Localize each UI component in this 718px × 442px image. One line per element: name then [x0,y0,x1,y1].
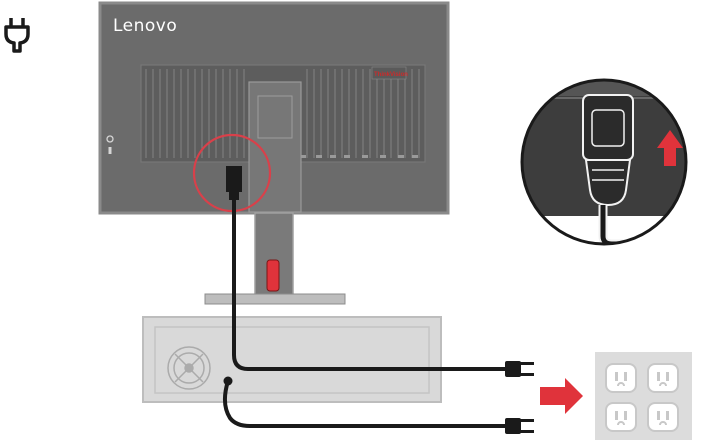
arrow-up-icon [657,130,683,166]
port [412,155,418,158]
detail-inset [520,78,688,246]
stand-neck [248,81,302,213]
pc-cable-plug [505,418,534,434]
monitor-back: Lenovo ThinkVision [98,1,450,215]
outlet-socket [647,402,679,432]
monitor-badge-label: ThinkVision [374,72,408,78]
outlet-sockets [605,363,679,432]
pc-power-cable [223,379,510,428]
monitor-cable-plug [505,361,534,377]
port-row [300,155,418,158]
outlet-socket [605,402,637,432]
power-cables [223,198,510,428]
monitor-power-cable [232,198,510,371]
wall-outlet-icon [595,352,692,440]
port [300,155,306,158]
monitor-brand-label: Lenovo [113,16,177,36]
port [398,155,404,158]
port [344,155,350,158]
computer-case [142,316,442,403]
vent-slots [145,69,420,158]
outlet-socket [647,363,679,393]
stand-base [204,293,346,305]
monitor-stand [204,212,346,305]
arrow-right-icon [540,378,583,414]
port [330,155,336,158]
port [316,155,322,158]
fan-icon [167,346,211,390]
power-plug-icon [4,18,30,53]
port [362,155,368,158]
cable-clip [266,259,280,292]
pc-power-inlet [223,376,233,386]
outlet-socket [605,363,637,393]
port [380,155,386,158]
power-button-icon [106,135,114,154]
monitor-ac-connector [226,166,242,192]
